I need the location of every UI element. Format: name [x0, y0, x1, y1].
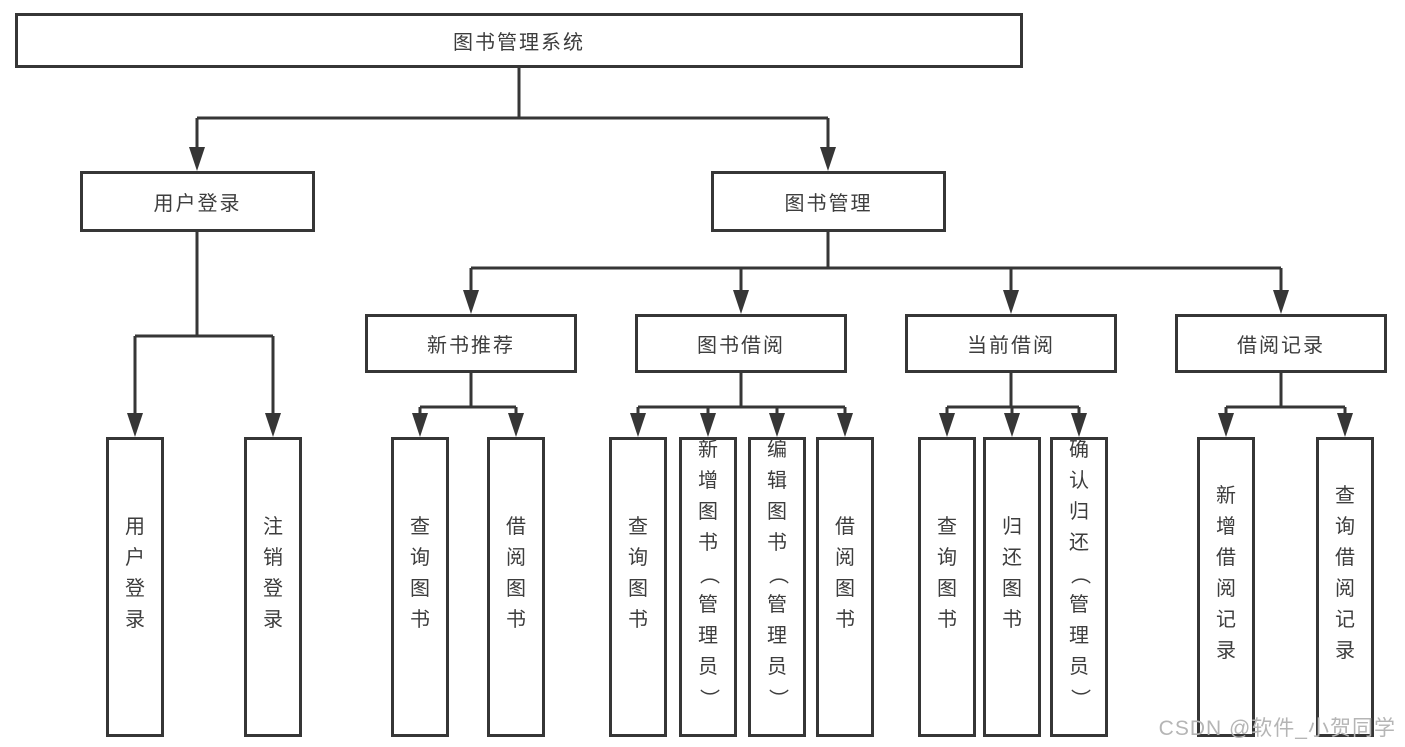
node-user-login: 用户登录: [80, 171, 315, 232]
csdn-watermark: CSDN @软件_小贺同学: [1158, 717, 1396, 740]
node-borrowing-records: 借阅记录: [1175, 314, 1387, 373]
leaf-logout: 注销登录: [244, 437, 302, 737]
node-new-book-recommendation: 新书推荐: [365, 314, 577, 373]
leaf-user-login: 用户登录: [106, 437, 164, 737]
leaf-add-borrow-record: 新增借阅记录: [1197, 437, 1255, 737]
leaf-add-books-admin: 新增图书（管理员）: [679, 437, 737, 737]
node-library-management-system: 图书管理系统: [15, 13, 1023, 68]
node-book-borrowing: 图书借阅: [635, 314, 847, 373]
leaf-query-books-borrowing: 查询图书: [609, 437, 667, 737]
node-book-management: 图书管理: [711, 171, 946, 232]
node-current-borrowing: 当前借阅: [905, 314, 1117, 373]
leaf-borrow-books-recommendation: 借阅图书: [487, 437, 545, 737]
leaf-return-books: 归还图书: [983, 437, 1041, 737]
leaf-borrow-books: 借阅图书: [816, 437, 874, 737]
leaf-query-borrow-record: 查询借阅记录: [1316, 437, 1374, 737]
leaf-query-books-recommendation: 查询图书: [391, 437, 449, 737]
leaf-edit-books-admin: 编辑图书（管理员）: [748, 437, 806, 737]
leaf-confirm-return-admin: 确认归还（管理员）: [1050, 437, 1108, 737]
arrowheads: [127, 147, 1353, 437]
leaf-query-books-current: 查询图书: [918, 437, 976, 737]
